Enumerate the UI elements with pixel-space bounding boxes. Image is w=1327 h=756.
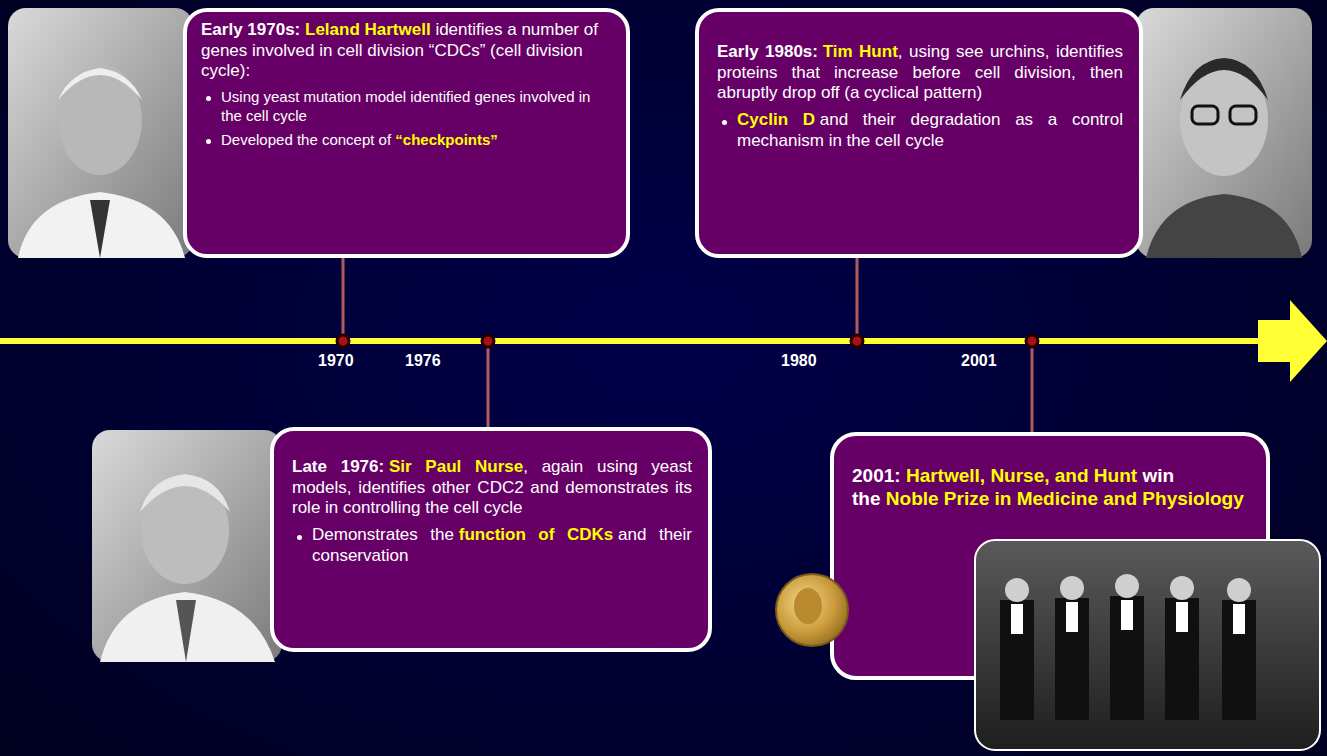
event-text: “checkpoints”	[395, 131, 498, 148]
event-text: 2001:	[852, 465, 901, 486]
event-text: Early 1970s:	[201, 20, 300, 39]
bullet-item: Using yeast mutation model identified ge…	[201, 88, 612, 125]
event-text: Leland Hartwell	[305, 20, 431, 39]
timeline-arrow	[1258, 300, 1327, 382]
event-box: Early 1970s:Leland Hartwellidentifies a …	[183, 8, 630, 258]
event-text: function of CDKs	[459, 525, 613, 544]
bullet-dot	[722, 120, 727, 125]
event-box: 2001:Hartwell, Nurse, and Huntwin theNob…	[830, 432, 1270, 680]
event-text: Using yeast mutation model identified ge…	[221, 88, 590, 123]
portrait-photo	[1136, 8, 1312, 258]
event-text: Tim Hunt	[823, 42, 898, 61]
portrait-photo	[92, 430, 282, 662]
event-text: Cyclin D	[737, 110, 815, 129]
bullet-item: Demonstrates thefunction of CDKsand thei…	[292, 525, 692, 566]
nobel-medal	[776, 574, 848, 646]
paragraph: Early 1970s:Leland Hartwellidentifies a …	[201, 20, 612, 82]
bullet-dot	[206, 96, 211, 101]
ceremony-photo	[975, 540, 1320, 750]
event-text: Developed the concept of	[221, 131, 391, 148]
bullet-dot	[297, 535, 302, 540]
event-box: Late 1976:Sir Paul Nurse, again using ye…	[270, 427, 712, 652]
year-label: 1970	[318, 352, 354, 370]
paragraph: Early 1980s:Tim Hunt, using see urchins,…	[717, 42, 1123, 104]
paragraph: 2001:Hartwell, Nurse, and Huntwin theNob…	[852, 464, 1250, 510]
event-box: Early 1980s:Tim Hunt, using see urchins,…	[695, 8, 1143, 258]
portrait-photo	[8, 8, 193, 258]
event-text: Demonstrates the	[312, 525, 454, 544]
paragraph: Late 1976:Sir Paul Nurse, again using ye…	[292, 457, 692, 519]
event-text: Hartwell, Nurse, and Hunt	[906, 465, 1137, 486]
event-text: Sir Paul Nurse	[389, 457, 523, 476]
event-text: Early 1980s:	[717, 42, 818, 61]
year-label: 1976	[405, 352, 441, 370]
timeline-dots	[337, 335, 1038, 347]
bullet-dot	[206, 139, 211, 144]
year-label: 2001	[961, 352, 997, 370]
timeline-line	[0, 338, 1268, 344]
event-text: Noble Prize in Medicine and Physiology	[886, 488, 1244, 509]
year-label: 1980	[781, 352, 817, 370]
bullet-item: Cyclin Dand their degradation as a contr…	[717, 110, 1123, 151]
bullet-item: Developed the concept of“checkpoints”	[201, 131, 612, 149]
event-text: Late 1976:	[292, 457, 384, 476]
leader-lines	[343, 258, 1032, 433]
